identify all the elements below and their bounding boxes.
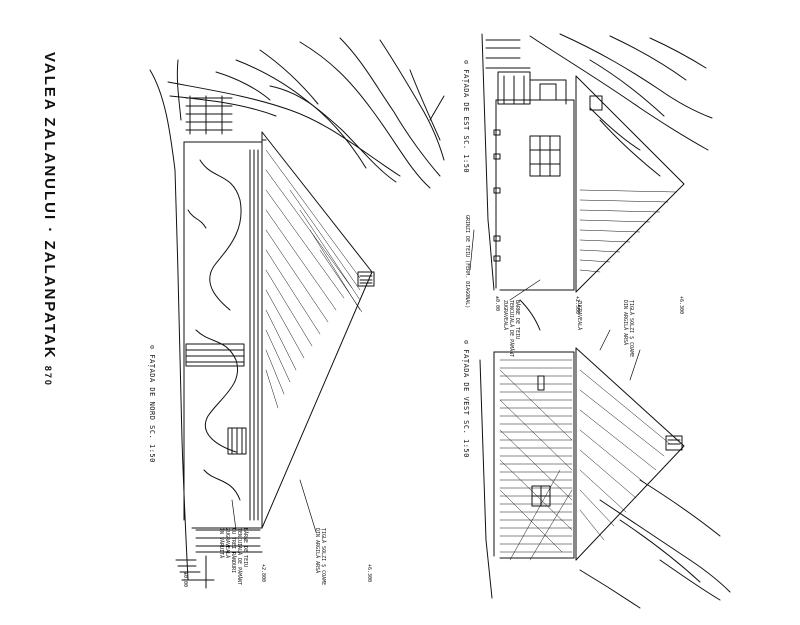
east-wall (495, 99, 575, 291)
north-wall (183, 141, 263, 529)
leader-lines (231, 229, 641, 533)
north-door (185, 343, 245, 367)
north-roof-tiles (265, 149, 363, 409)
north-roof (261, 131, 373, 529)
level-north-eave: +2.800 (260, 564, 266, 583)
north-chimney (357, 271, 375, 287)
level-east-eave: +2.500 (574, 296, 580, 315)
note-beams: GRINZI DE TEIU (FERM. DIAGONAL) (464, 215, 470, 309)
level-ridge: +6.300 (678, 296, 684, 315)
caption-north: ⊙ FAȚADA DE NORD SC. 1:50 (148, 345, 156, 463)
caption-west: ⊙ FAȚADA DE VEST SC. 1:50 (462, 340, 470, 458)
note-roof-east: ȚIGLĂ SOLZI Ș COAME DIN ARGILĂ ARSĂ (622, 300, 634, 358)
east-roof (575, 75, 685, 293)
west-wall (493, 351, 575, 559)
north-elevation (149, 37, 445, 589)
sheet-title: VALEA ZALANULUI · ZALANPATAK 870 (41, 52, 58, 387)
west-elevation (479, 347, 731, 609)
level-north-ground: ±0.00 (182, 572, 188, 588)
note-walls-north: BÂRNE DE TEIU TENCUIALĂ DE PĂMÂNT CU TRE… (218, 528, 248, 586)
level-north-ridge: +6.300 (366, 564, 372, 583)
west-roof (575, 347, 685, 561)
east-window (529, 135, 561, 177)
west-wall-boards (499, 359, 671, 561)
caption-east: ⊙ FAȚADA DE EST SC. 1:50 (462, 60, 470, 174)
note-walls-east: BÂRNE DE TEIU TENCUIALĂ DE PĂMÂNT ZUGRAV… (502, 300, 520, 358)
east-roof-tiles (579, 189, 677, 273)
note-roof-north: ȚIGLĂ SOLZI Ș COAME DIN ARGILĂ ARSĂ (314, 528, 326, 586)
east-elevation (481, 33, 713, 331)
level-east-ground: ±0.00 (494, 296, 500, 312)
